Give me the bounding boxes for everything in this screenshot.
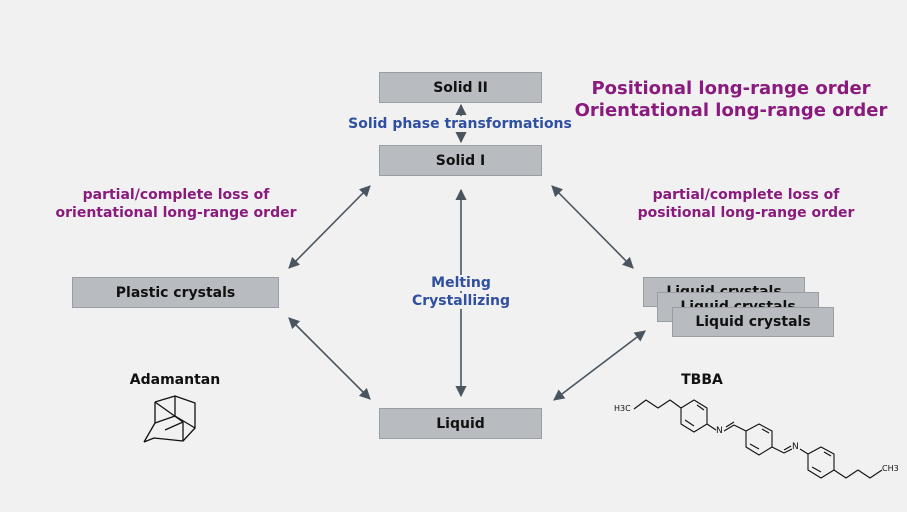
solid-ii-box: Solid II: [379, 72, 542, 103]
arrow-solid1-lc: [551, 185, 634, 269]
crystallizing-label: Crystallizing: [401, 293, 521, 309]
arrow-lc-liquid: [553, 330, 646, 401]
tbba-n1-label: N: [716, 426, 723, 436]
plastic-crystals-label: Plastic crystals: [115, 284, 236, 301]
liquid-crystals-box-front: Liquid crystals: [672, 307, 834, 337]
positional-order-label: Positional long-range order: [591, 78, 871, 99]
melting-label: Melting: [401, 275, 521, 291]
solid-phase-transformations-label: Solid phase transformations: [335, 116, 585, 132]
orientational-order-label: Orientational long-range order: [574, 100, 888, 121]
arrow-solid1-plastic: [288, 185, 371, 269]
left-loss-line-1: partial/complete loss of: [82, 187, 270, 203]
liquid-label: Liquid: [436, 415, 485, 432]
right-loss-line-1: partial/complete loss of: [652, 187, 840, 203]
plastic-crystals-box: Plastic crystals: [72, 277, 279, 308]
left-loss-line-2: orientational long-range order: [55, 205, 297, 221]
solid-i-label: Solid I: [435, 152, 486, 169]
tbba-h3c-label: H3C: [614, 404, 631, 413]
solid-ii-label: Solid II: [433, 79, 488, 96]
tbba-ch3-label: CH3: [882, 464, 899, 473]
tbba-n2-label: N: [792, 442, 799, 452]
solid-i-box: Solid I: [379, 145, 542, 176]
right-loss-line-2: positional long-range order: [637, 205, 855, 221]
tbba-label: TBBA: [681, 372, 723, 388]
liquid-crystals-label-front: Liquid crystals: [695, 314, 811, 330]
arrow-plastic-liquid: [288, 317, 371, 400]
adamantan-label: Adamantan: [129, 372, 221, 388]
liquid-box: Liquid: [379, 408, 542, 439]
